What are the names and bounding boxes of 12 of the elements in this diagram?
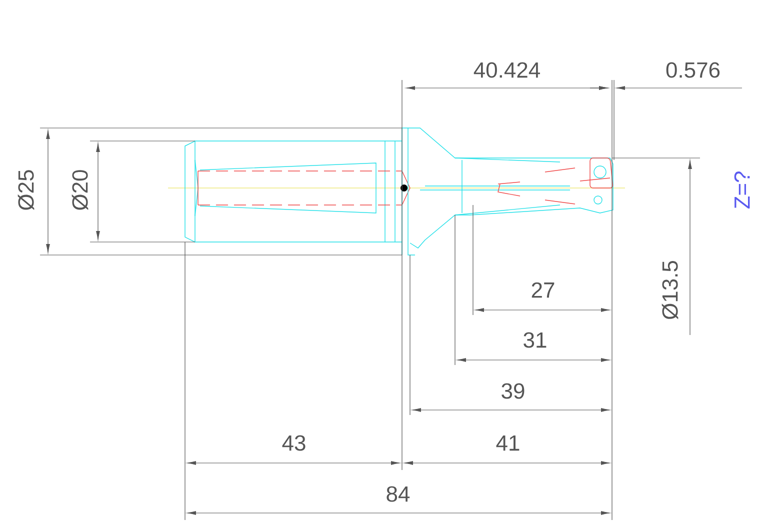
dimension-text: Ø20	[72, 170, 88, 210]
dimension-text: 31	[524, 332, 546, 348]
dimension-text: Z=?	[734, 172, 750, 209]
dimension-text: 40.424	[474, 62, 540, 78]
dimension-text: 39	[502, 383, 524, 399]
dimension-text: 27	[532, 282, 554, 298]
dimension-text: 0.576	[666, 62, 720, 78]
dimension-text: Ø25	[18, 170, 34, 210]
dimension-text: 43	[282, 435, 306, 451]
dimension-text: 41	[496, 435, 520, 451]
dimension-text: 84	[386, 486, 410, 502]
dimension-text: Ø13.5	[662, 260, 678, 320]
